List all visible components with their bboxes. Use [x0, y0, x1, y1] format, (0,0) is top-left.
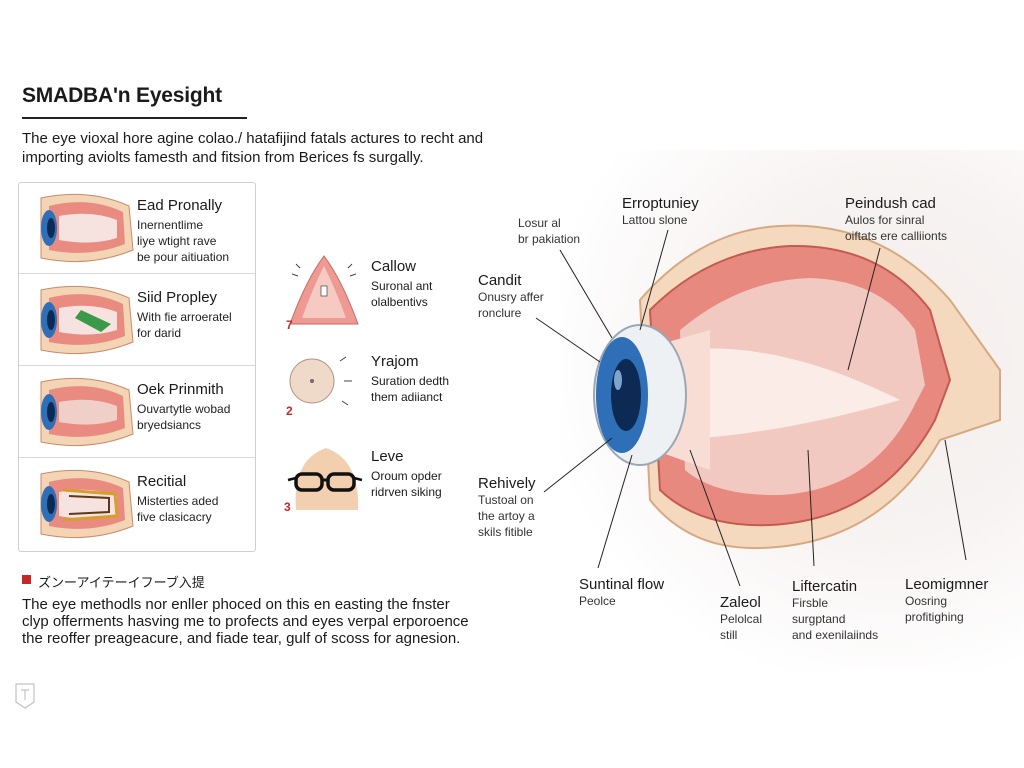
card-line: Inernentlime: [137, 218, 204, 232]
callout-peindush: Peindush cad Aulos for sinral oiftats er…: [845, 195, 947, 244]
step-title: Leve: [371, 448, 404, 465]
step-item: 2 Yrajom Suration dedth them adiianct: [282, 345, 482, 435]
card-line: be pour aitiuation: [137, 250, 230, 264]
watermark-logo-icon: [15, 683, 35, 709]
card-description: Misterties aded five clasicacry: [137, 493, 218, 525]
procedure-card: Siid Propley With fie arroeratel for dar…: [19, 275, 255, 366]
callout-line: Losur al: [518, 216, 561, 230]
procedure-card-panel: Ead Pronally Inernentlime liye wtight ra…: [18, 182, 256, 552]
card-title: Recitial: [137, 473, 187, 490]
card-line: Misterties aded: [137, 494, 219, 508]
step-description: Oroum opder ridrven siking: [371, 468, 442, 500]
card-line: bryedsiancs: [137, 418, 202, 432]
step-item: 7 Callow Suronal ant olalbentivs: [282, 250, 482, 340]
step-line: olalbentivs: [371, 295, 428, 309]
callout-title: Suntinal flow: [579, 576, 665, 593]
section-heading-text: ズンーアイテーイフーブ入提: [38, 575, 205, 590]
callout-candit: Candit Onusry affer ronclure: [478, 272, 544, 321]
callout-title: Leomigmner: [905, 576, 989, 593]
leader-lines: [535, 229, 967, 587]
callout-erroptuniey: Erroptuniey Lattou slone: [622, 195, 699, 228]
callout-title: Erroptuniey: [622, 195, 699, 212]
step-line: ridrven siking: [371, 485, 442, 499]
step-number: 3: [284, 500, 291, 514]
body-line: the reoffer preageacure, and fiade tear,…: [22, 630, 461, 647]
card-line: for darid: [137, 326, 182, 340]
head-with-glasses-illustration: [287, 448, 363, 510]
pupil: [611, 359, 641, 431]
step-number: 2: [286, 404, 293, 418]
callout-line: skils fitible: [478, 525, 533, 539]
card-line: liye wtight rave: [137, 234, 217, 248]
callout-rehively: Rehively Tustoal on the artoy a skils fi…: [478, 475, 536, 540]
lens-illustration: [289, 356, 352, 406]
card-title: Ead Pronally: [137, 197, 223, 214]
callout-line: Lattou slone: [622, 213, 688, 227]
callout-zaleol: Zaleol Pelolcal still: [720, 594, 762, 643]
cornea-highlight: [614, 370, 622, 390]
card-description: Inernentlime liye wtight rave be pour ai…: [137, 217, 229, 265]
callout-line: profitighing: [905, 610, 964, 624]
step-line: Suration dedth: [371, 374, 450, 388]
procedure-card: Recitial Misterties aded five clasicacry: [19, 459, 255, 549]
callout-title: Rehively: [478, 475, 536, 492]
callout-line: Aulos for sinral: [845, 213, 925, 227]
callout-line: oiftats ere calliionts: [845, 229, 948, 243]
step-line: them adiianct: [371, 390, 443, 404]
light-beam: [650, 348, 900, 440]
page-title: SMADBA'n Eyesight: [22, 84, 222, 107]
step-title: Yrajom: [371, 353, 419, 370]
callout-liftercatin: Liftercatin Firsble surgptand and exenil…: [792, 578, 878, 643]
callout-line: surgptand: [792, 612, 846, 626]
callout-line: br pakiation: [518, 232, 581, 246]
eye-cross-section-thumbnail: [40, 377, 134, 447]
intro-text: The eye vioxal hore agine colao./ hatafi…: [22, 129, 582, 167]
eye-cross-section-thumbnail: [40, 469, 134, 539]
callout-line: and exenilaiinds: [792, 628, 879, 642]
step-description: Suration dedth them adiianct: [371, 373, 449, 405]
callout-title: Peindush cad: [845, 195, 936, 212]
eye-cross-section-thumbnail: [40, 285, 134, 355]
body-line: clyp offerments hasving me to profects a…: [22, 613, 469, 630]
eye-section-illustration: [289, 255, 359, 325]
step-title: Callow: [371, 258, 417, 275]
step-item: 3 Leve Oroum opder ridrven siking: [282, 440, 482, 530]
callout-line: Pelolcal: [720, 612, 763, 626]
step-description: Suronal ant olalbentivs: [371, 278, 432, 310]
callout-line: Peolce: [579, 594, 616, 608]
bullet-square-icon: [22, 575, 31, 584]
callout-losur: Losur al br pakiation: [518, 215, 580, 247]
eye-cross-section-thumbnail: [40, 193, 134, 263]
callout-title: Zaleol: [720, 594, 761, 611]
callout-title: Liftercatin: [792, 578, 858, 595]
callout-line: still: [720, 628, 738, 642]
step-line: Oroum opder: [371, 469, 442, 483]
callout-suntinal: Suntinal flow Peolce: [579, 576, 664, 609]
callout-line: ronclure: [478, 306, 522, 320]
procedure-card: Oek Prinmith Ouvartytle wobad bryedsianc…: [19, 367, 255, 458]
title-underline: [22, 117, 247, 119]
callout-line: Tustoal on: [478, 493, 534, 507]
card-description: With fie arroeratel for darid: [137, 309, 232, 341]
callout-line: Oosring: [905, 594, 948, 608]
callout-line: the artoy a: [478, 509, 535, 523]
intro-line: The eye vioxal hore agine colao./ hatafi…: [22, 130, 484, 147]
intro-line: importing aviolts famesth and fitsion fr…: [22, 149, 424, 166]
card-description: Ouvartytle wobad bryedsiancs: [137, 401, 230, 433]
callout-line: Firsble: [792, 596, 829, 610]
step-line: Suronal ant: [371, 279, 433, 293]
section-body: The eye methodls nor enller phoced on th…: [22, 596, 469, 647]
body-line: The eye methodls nor enller phoced on th…: [22, 596, 450, 613]
card-line: Ouvartytle wobad: [137, 402, 231, 416]
card-line: five clasicacry: [137, 510, 212, 524]
card-line: With fie arroeratel: [137, 310, 232, 324]
callout-title: Candit: [478, 272, 522, 289]
callout-line: Onusry affer: [478, 290, 544, 304]
card-title: Oek Prinmith: [137, 381, 224, 398]
step-number: 7: [286, 318, 293, 332]
procedure-card: Ead Pronally Inernentlime liye wtight ra…: [19, 183, 255, 274]
callout-leomigmner: Leomigmner Oosring profitighing: [905, 576, 988, 625]
card-title: Siid Propley: [137, 289, 218, 306]
